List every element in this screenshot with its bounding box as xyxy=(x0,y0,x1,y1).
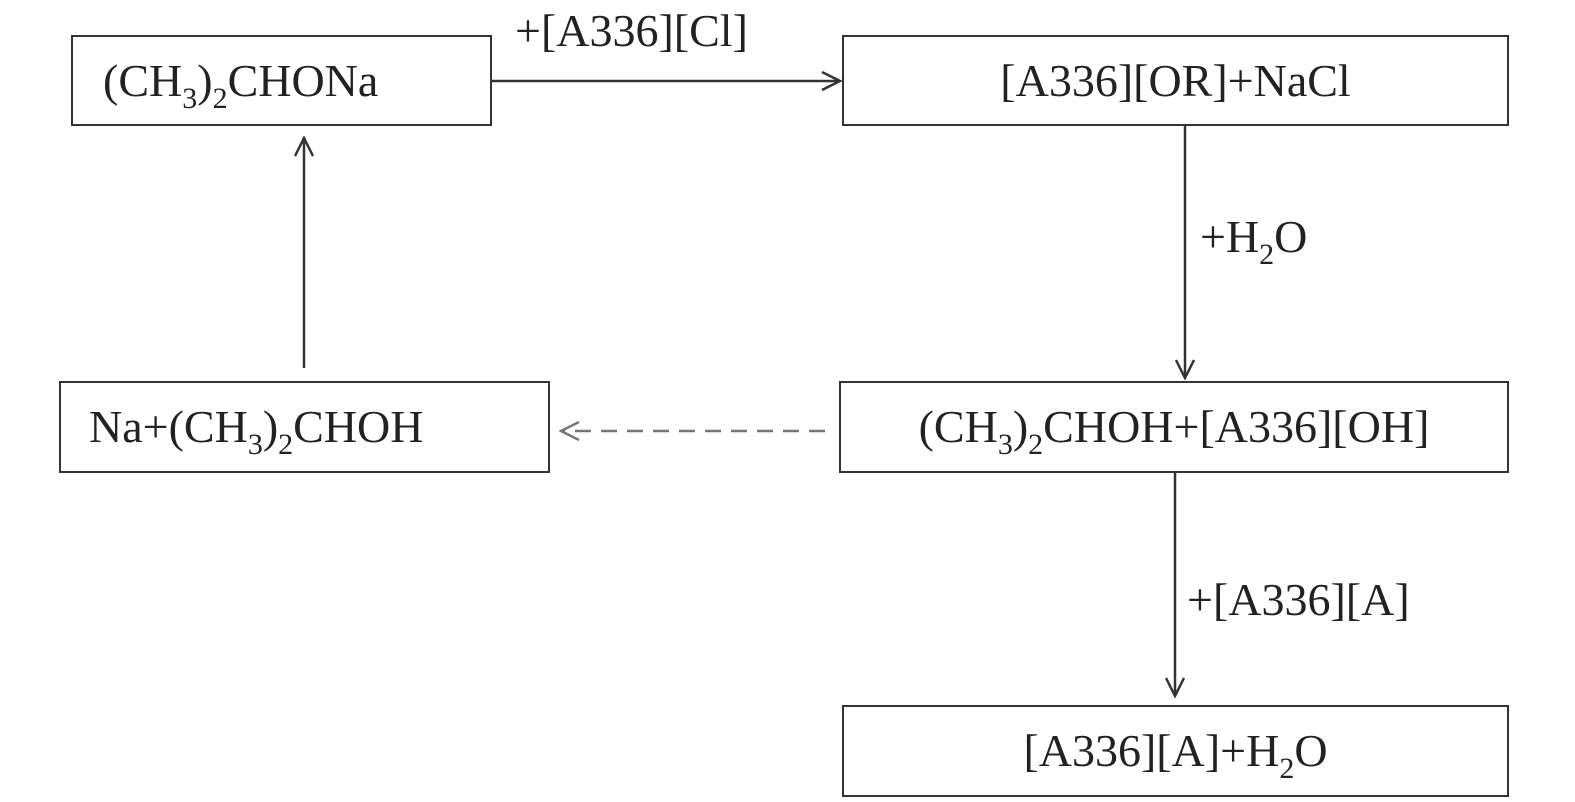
box-isopropanol-a336-oh: (CH3)2CHOH+[A336][OH] xyxy=(839,381,1509,473)
formula-part: ) xyxy=(1012,401,1029,452)
reagent-label-h2o: +H2O xyxy=(1200,211,1308,270)
box-sodium-isopropoxide: (CH3)2CHONa xyxy=(71,35,492,126)
formula-part: O xyxy=(1294,725,1328,776)
formula-na-isopropanol: Na+(CH3)2CHOH xyxy=(89,401,424,460)
formula-subscript: 2 xyxy=(212,81,228,115)
formula-part: CHONa xyxy=(227,54,379,106)
box-a336-a-h2o: [A336][A]+H2O xyxy=(842,705,1509,797)
formula-a336-a-h2o: [A336][A]+H2O xyxy=(1023,725,1328,784)
formula-sodium-isopropoxide: (CH3)2CHONa xyxy=(103,54,379,113)
formula-part: [A336][A]+H xyxy=(1023,725,1280,776)
formula-subscript: 3 xyxy=(997,428,1013,461)
formula-subscript: 2 xyxy=(1028,428,1044,461)
formula-subscript: 2 xyxy=(278,428,294,461)
formula-part: CHOH+[A336][OH] xyxy=(1043,401,1430,452)
box-na-isopropanol: Na+(CH3)2CHOH xyxy=(59,381,550,473)
formula-subscript: 3 xyxy=(182,81,198,115)
formula-part: (CH xyxy=(103,54,183,106)
formula-subscript: 2 xyxy=(1279,752,1295,785)
formula-subscript: 2 xyxy=(1259,238,1275,271)
formula-isopropanol-a336-oh: (CH3)2CHOH+[A336][OH] xyxy=(918,401,1430,460)
formula-part: ) xyxy=(262,401,279,452)
formula-part: ) xyxy=(197,54,213,106)
formula-a336-or-nacl: [A336][OR]+NaCl xyxy=(1000,54,1351,106)
formula-subscript: 3 xyxy=(247,428,263,461)
formula-part: Na+(CH xyxy=(89,401,248,452)
formula-part: O xyxy=(1274,211,1308,262)
box-a336-or-nacl: [A336][OR]+NaCl xyxy=(842,35,1509,126)
reagent-label-a336-cl: +[A336][Cl] xyxy=(515,5,748,56)
formula-part: CHOH xyxy=(293,401,424,452)
reagent-label-a336-a: +[A336][A] xyxy=(1187,574,1410,625)
formula-part: (CH xyxy=(918,401,998,452)
formula-part: +H xyxy=(1200,211,1260,262)
